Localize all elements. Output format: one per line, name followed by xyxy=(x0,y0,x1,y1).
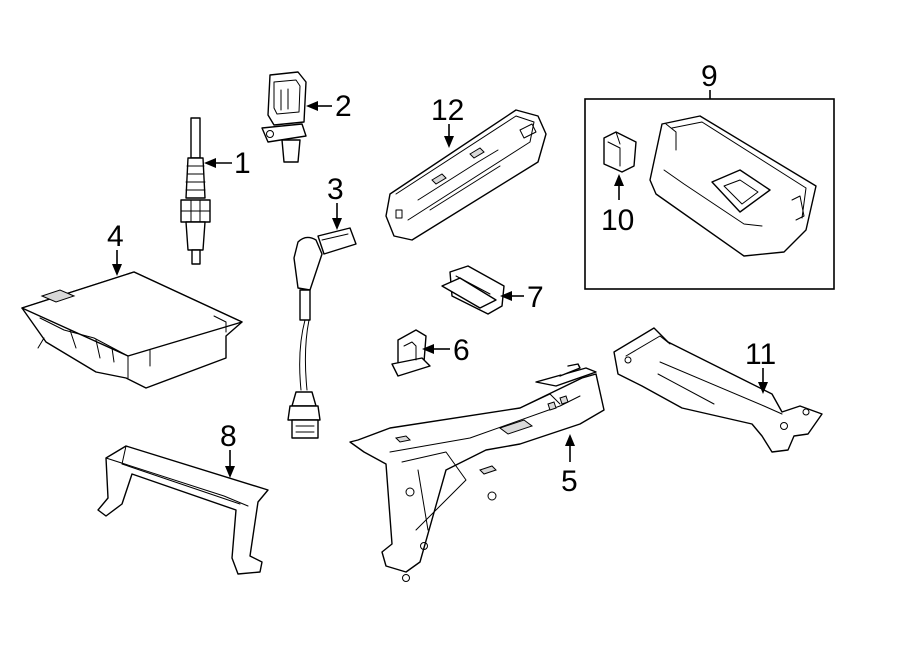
part-11-bracket[interactable] xyxy=(613,327,823,453)
part-4-control-module[interactable] xyxy=(21,271,243,389)
callout-10: 10 xyxy=(601,204,634,237)
callout-7: 7 xyxy=(527,281,544,314)
part-7-clip[interactable] xyxy=(441,265,505,315)
part-3-position-sensor[interactable] xyxy=(287,227,357,439)
part-2-sensor[interactable] xyxy=(261,71,307,163)
callout-1: 1 xyxy=(234,147,251,180)
callout-9: 9 xyxy=(701,60,718,93)
callout-2: 2 xyxy=(335,90,352,123)
part-6-clip[interactable] xyxy=(391,329,431,377)
part-10-clip[interactable] xyxy=(603,131,637,173)
callout-8: 8 xyxy=(220,420,237,453)
leader-lines xyxy=(112,90,768,478)
callout-numbers: 1 2 3 4 5 6 7 8 9 10 11 12 xyxy=(107,60,776,498)
part-1-glow-plug[interactable] xyxy=(180,117,211,265)
part-8-bracket[interactable] xyxy=(97,445,269,575)
part-12-module[interactable] xyxy=(385,109,547,241)
callout-11: 11 xyxy=(745,338,776,371)
callout-5: 5 xyxy=(561,465,578,498)
callout-12: 12 xyxy=(431,94,464,127)
callout-3: 3 xyxy=(327,173,344,206)
part-5-bracket[interactable] xyxy=(349,363,605,582)
callout-6: 6 xyxy=(453,334,470,367)
part-9-cover[interactable] xyxy=(649,115,817,257)
callout-4: 4 xyxy=(107,220,124,253)
